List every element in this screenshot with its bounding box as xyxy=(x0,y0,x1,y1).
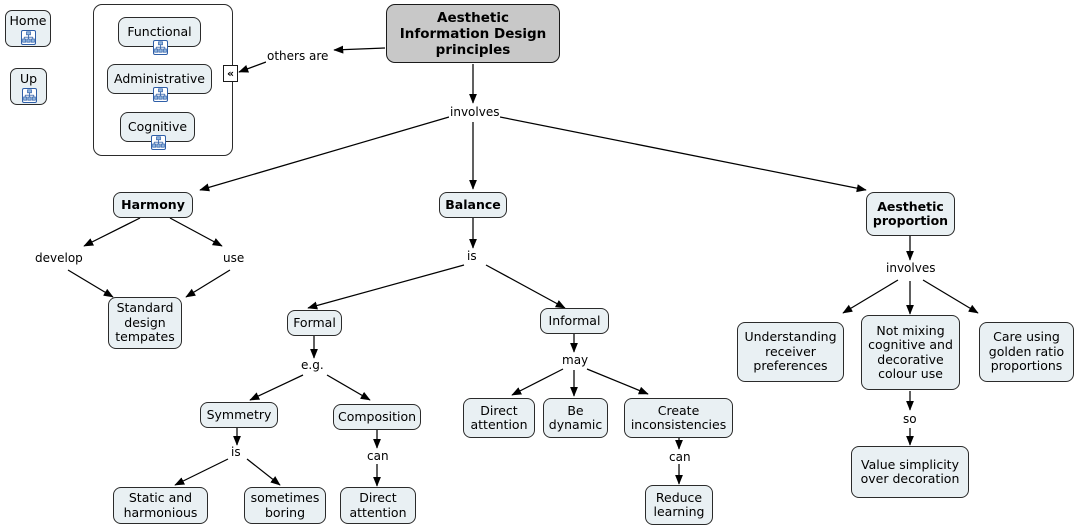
link-text: use xyxy=(223,251,245,265)
node-label: Be dynamic xyxy=(548,402,603,432)
group-handle-glyph: « xyxy=(226,67,235,80)
link-label-so: so xyxy=(902,413,918,426)
link-label-is-symmetry: is xyxy=(230,446,242,459)
link-text: involves xyxy=(450,105,500,119)
home-button-label: Home xyxy=(9,13,47,28)
node-label: sometimes boring xyxy=(250,490,320,520)
node-sometimes-boring[interactable]: sometimes boring xyxy=(244,487,326,524)
group-expand-handle[interactable]: « xyxy=(223,65,238,82)
concept-map-icon xyxy=(22,88,37,103)
node-label: Understanding receiver preferences xyxy=(744,329,837,374)
node-label: Composition xyxy=(337,408,417,424)
link-label-develop: develop xyxy=(34,252,84,265)
node-formal[interactable]: Formal xyxy=(287,310,342,336)
node-direct-attention-composition[interactable]: Direct attention xyxy=(340,487,416,524)
link-label-involves-proportion: involves xyxy=(885,261,937,275)
link-label-others-are: others are xyxy=(266,49,330,63)
group-item-functional[interactable]: Functional xyxy=(118,17,201,55)
node-composition[interactable]: Composition xyxy=(333,404,421,430)
link-label-can-inconsistencies: can xyxy=(668,451,692,464)
node-informal[interactable]: Informal xyxy=(540,308,609,334)
group-item-cognitive[interactable]: Cognitive xyxy=(120,112,195,150)
node-create-inconsistencies[interactable]: Create inconsistencies xyxy=(624,398,733,438)
group-item-label: Administrative xyxy=(114,70,205,86)
node-label: Create inconsistencies xyxy=(630,402,727,432)
node-label: Direct attention xyxy=(470,402,528,432)
node-symmetry[interactable]: Symmetry xyxy=(200,402,278,428)
group-item-label: Functional xyxy=(127,23,192,39)
node-label: Formal xyxy=(293,314,336,330)
node-label: Not mixing cognitive and decorative colo… xyxy=(868,322,953,381)
link-label-eg: e.g. xyxy=(300,359,325,372)
link-label-is-balance: is xyxy=(466,250,478,263)
node-label: Static and harmonious xyxy=(123,490,198,520)
link-text: so xyxy=(903,412,917,426)
node-be-dynamic[interactable]: Be dynamic xyxy=(543,398,608,438)
node-root[interactable]: Aesthetic Information Design principles xyxy=(386,4,560,63)
concept-map-icon xyxy=(21,30,36,45)
node-reduce-learning[interactable]: Reduce learning xyxy=(645,485,713,525)
link-text: can xyxy=(669,450,691,464)
concept-map-icon xyxy=(153,40,168,55)
node-label: Harmony xyxy=(121,196,185,212)
node-label: Symmetry xyxy=(206,406,272,422)
node-root-label: Aesthetic Information Design principles xyxy=(399,9,547,58)
link-label-can-composition: can xyxy=(366,450,390,463)
node-label: Standard design tempates xyxy=(115,300,175,345)
up-button-label: Up xyxy=(19,71,38,86)
node-label: Reduce learning xyxy=(653,489,705,519)
node-care-golden-ratio[interactable]: Care using golden ratio proportions xyxy=(979,322,1074,382)
node-label: Aesthetic proportion xyxy=(872,198,949,228)
node-value-simplicity[interactable]: Value simplicity over decoration xyxy=(851,446,969,498)
node-harmony[interactable]: Harmony xyxy=(113,192,193,218)
node-label: Balance xyxy=(445,196,501,212)
node-understanding-receiver-preferences[interactable]: Understanding receiver preferences xyxy=(737,322,844,382)
link-text: involves xyxy=(886,261,936,275)
link-label-may: may xyxy=(561,353,590,367)
node-label: Value simplicity over decoration xyxy=(860,456,960,486)
link-label-use: use xyxy=(222,251,246,265)
node-direct-attention-informal[interactable]: Direct attention xyxy=(463,398,535,438)
node-static-and-harmonious[interactable]: Static and harmonious xyxy=(113,487,208,524)
node-standard-design-tempates[interactable]: Standard design tempates xyxy=(108,297,182,349)
node-label: Care using golden ratio proportions xyxy=(988,329,1065,374)
node-balance[interactable]: Balance xyxy=(439,192,507,218)
node-label: Informal xyxy=(548,312,601,328)
node-label: Direct attention xyxy=(349,490,407,520)
node-not-mixing-colour-use[interactable]: Not mixing cognitive and decorative colo… xyxy=(861,315,960,390)
concept-map-icon xyxy=(153,87,168,102)
concept-map-icon xyxy=(151,135,166,150)
link-text: is xyxy=(231,445,241,459)
group-item-label: Cognitive xyxy=(127,118,188,134)
group-item-administrative[interactable]: Administrative xyxy=(107,64,212,102)
link-text: e.g. xyxy=(301,358,324,372)
up-button[interactable]: Up xyxy=(10,68,47,105)
node-aesthetic-proportion[interactable]: Aesthetic proportion xyxy=(866,192,955,236)
link-text: can xyxy=(367,449,389,463)
link-text: is xyxy=(467,249,477,263)
link-text: may xyxy=(562,353,589,367)
link-label-involves-root: involves xyxy=(449,105,501,119)
link-text: develop xyxy=(35,251,83,265)
link-text: others are xyxy=(267,49,329,63)
home-button[interactable]: Home xyxy=(5,10,51,47)
